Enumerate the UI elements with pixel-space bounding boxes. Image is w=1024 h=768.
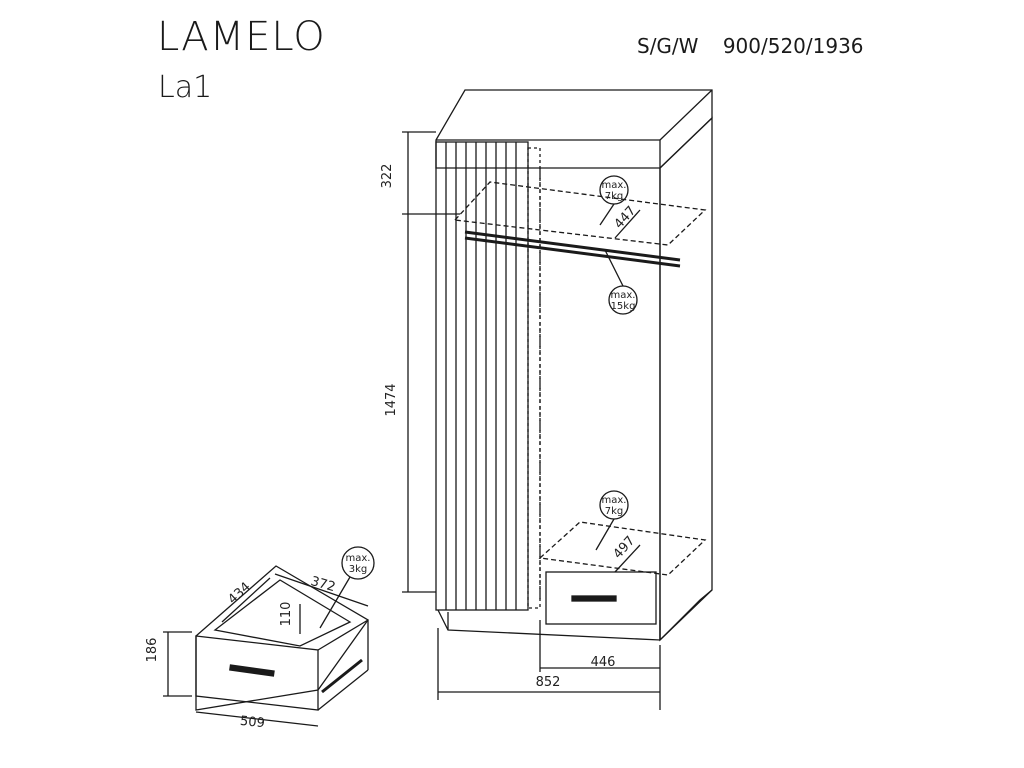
wardrobe-side-panel: [659, 116, 713, 642]
top-shelf-load-line2: 7kg: [605, 191, 624, 202]
inner-drawer: [545, 571, 657, 625]
lamella-door: [435, 141, 541, 611]
spec-value: 900/520/1936: [722, 34, 864, 58]
drawer-dim-inner-height: 110: [279, 602, 294, 627]
spec-label: S/G/W: [637, 34, 699, 58]
bottom-shelf-load-line1: max.: [602, 495, 627, 506]
drawer-load-icon: [341, 546, 375, 580]
drawer-dim-width: 509: [239, 714, 265, 732]
dim-shelf-depth-bottom: 497: [611, 533, 639, 561]
rail-load-line1: max.: [611, 290, 636, 301]
top-shelf: [453, 181, 707, 246]
dim-inner-height: 1474: [384, 383, 399, 416]
drawer-body: [195, 565, 369, 711]
drawer-load-line1: max.: [346, 553, 371, 564]
top-shelf-load-line1: max.: [602, 180, 627, 191]
drawer-dim-height: 186: [145, 638, 160, 663]
dim-shelf-depth-top: 447: [612, 203, 640, 231]
wardrobe-drawing: [402, 89, 713, 710]
drawer-load-line2: 3kg: [349, 564, 368, 575]
bottom-shelf-load-line2: 7kg: [605, 506, 624, 517]
dim-total-width: 852: [536, 675, 561, 690]
hanging-rail: [464, 230, 681, 268]
drawer-interior: [213, 579, 352, 647]
dim-top-height: 322: [380, 164, 395, 189]
model-name: LAMELO: [157, 14, 326, 60]
dim-inner-width: 446: [591, 655, 616, 670]
height-dimensions: [402, 131, 460, 593]
model-code: La1: [158, 70, 213, 105]
dimensions-spec: S/G/W 900/520/1936: [637, 34, 882, 58]
width-dimensions: [437, 209, 661, 710]
drawer-dim-inner-width: 372: [309, 574, 337, 595]
rail-load-line2: 15kg: [611, 301, 636, 312]
bottom-shelf: [538, 521, 707, 576]
drawer-drawing: [163, 546, 375, 727]
drawer-handle: [229, 664, 275, 677]
